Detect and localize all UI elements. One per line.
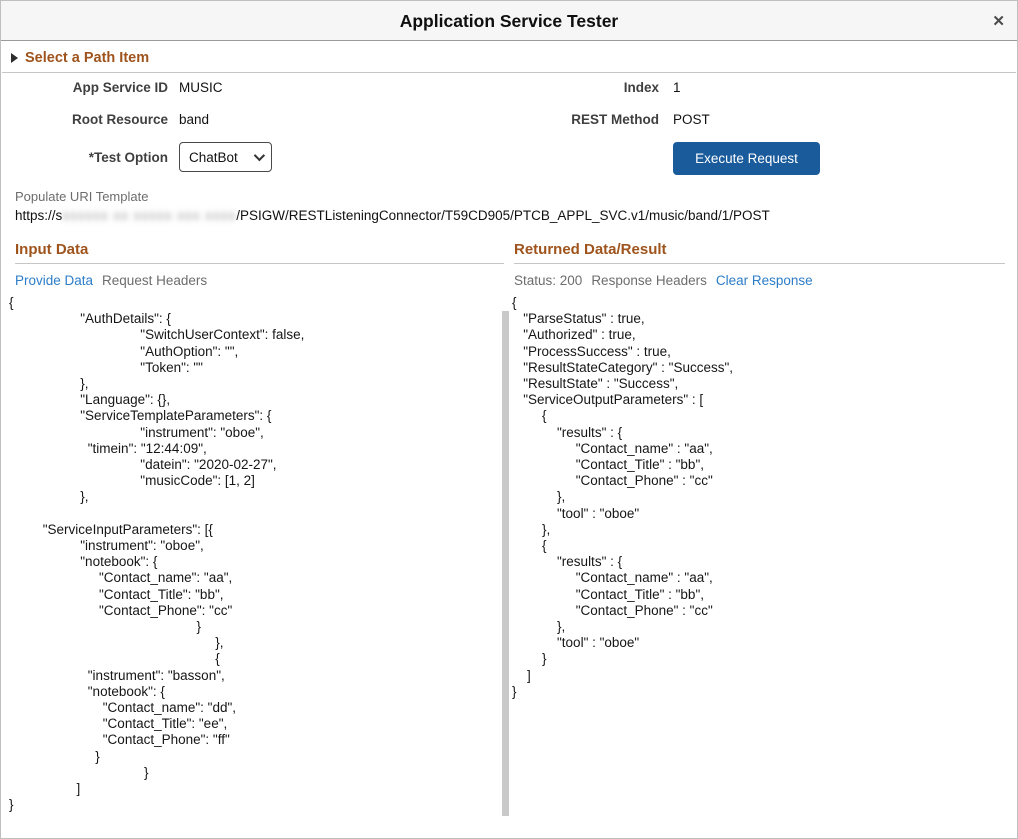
input-data-links: Provide Data Request Headers bbox=[15, 273, 504, 288]
form-row-2: Root Resource band REST Method POST bbox=[1, 112, 1017, 130]
returned-data-panel: Returned Data/Result Status: 200 Respons… bbox=[512, 241, 1005, 700]
form-row-3: *Test Option ChatBot Execute Request bbox=[1, 142, 1017, 176]
close-icon[interactable]: ✕ bbox=[992, 1, 1005, 41]
index-label: Index bbox=[623, 80, 659, 95]
index-value: 1 bbox=[673, 80, 681, 95]
divider bbox=[2, 72, 1016, 73]
input-data-heading: Input Data bbox=[15, 241, 89, 258]
test-option-selected-value: ChatBot bbox=[189, 149, 238, 165]
clear-response-link[interactable]: Clear Response bbox=[715, 273, 813, 288]
app-service-id-label: App Service ID bbox=[72, 80, 168, 95]
status-text: Status: 200 bbox=[514, 273, 583, 288]
uri-template-value: https://sxxxxxx xx xxxxx xxx xxxx/PSIGW/… bbox=[15, 208, 770, 223]
app-service-id-value: MUSIC bbox=[179, 80, 223, 95]
returned-json-text[interactable]: { "ParseStatus" : true, "Authorized" : t… bbox=[512, 295, 734, 699]
response-headers-link[interactable]: Response Headers bbox=[591, 273, 707, 288]
input-json-text[interactable]: { "AuthDetails": { "SwitchUserContext": … bbox=[9, 295, 305, 813]
root-resource-value: band bbox=[179, 112, 210, 127]
uri-suffix: /PSIGW/RESTListeningConnector/T59CD905/P… bbox=[236, 208, 770, 223]
chevron-down-icon bbox=[253, 149, 266, 162]
root-resource-label: Root Resource bbox=[71, 112, 168, 127]
populate-uri-template-label: Populate URI Template bbox=[15, 189, 149, 204]
form-row-1: App Service ID MUSIC Index 1 bbox=[1, 80, 1017, 98]
divider bbox=[15, 263, 504, 264]
provide-data-link[interactable]: Provide Data bbox=[15, 273, 94, 288]
select-path-item-label: Select a Path Item bbox=[25, 50, 150, 66]
rest-method-label: REST Method bbox=[571, 112, 659, 127]
test-option-select[interactable]: ChatBot bbox=[179, 142, 272, 172]
returned-data-heading: Returned Data/Result bbox=[514, 241, 667, 258]
uri-prefix: https://s bbox=[15, 208, 63, 223]
request-headers-link[interactable]: Request Headers bbox=[102, 273, 208, 288]
input-data-panel: Input Data Provide Data Request Headers … bbox=[9, 241, 504, 814]
test-option-label: *Test Option bbox=[88, 150, 168, 165]
uri-redacted-host: xxxxxx xx xxxxx xxx xxxx bbox=[62, 208, 237, 223]
dialog-title: Application Service Tester bbox=[399, 11, 619, 31]
divider bbox=[514, 263, 1005, 264]
execute-request-button[interactable]: Execute Request bbox=[673, 142, 820, 175]
dialog-titlebar: Application Service Tester ✕ bbox=[1, 1, 1017, 41]
rest-method-value: POST bbox=[673, 112, 710, 127]
returned-data-links: Status: 200 Response Headers Clear Respo… bbox=[514, 273, 1005, 288]
vertical-scrollbar[interactable] bbox=[502, 311, 509, 816]
chevron-right-icon bbox=[11, 53, 18, 63]
select-path-item-toggle[interactable]: Select a Path Item bbox=[11, 50, 149, 66]
